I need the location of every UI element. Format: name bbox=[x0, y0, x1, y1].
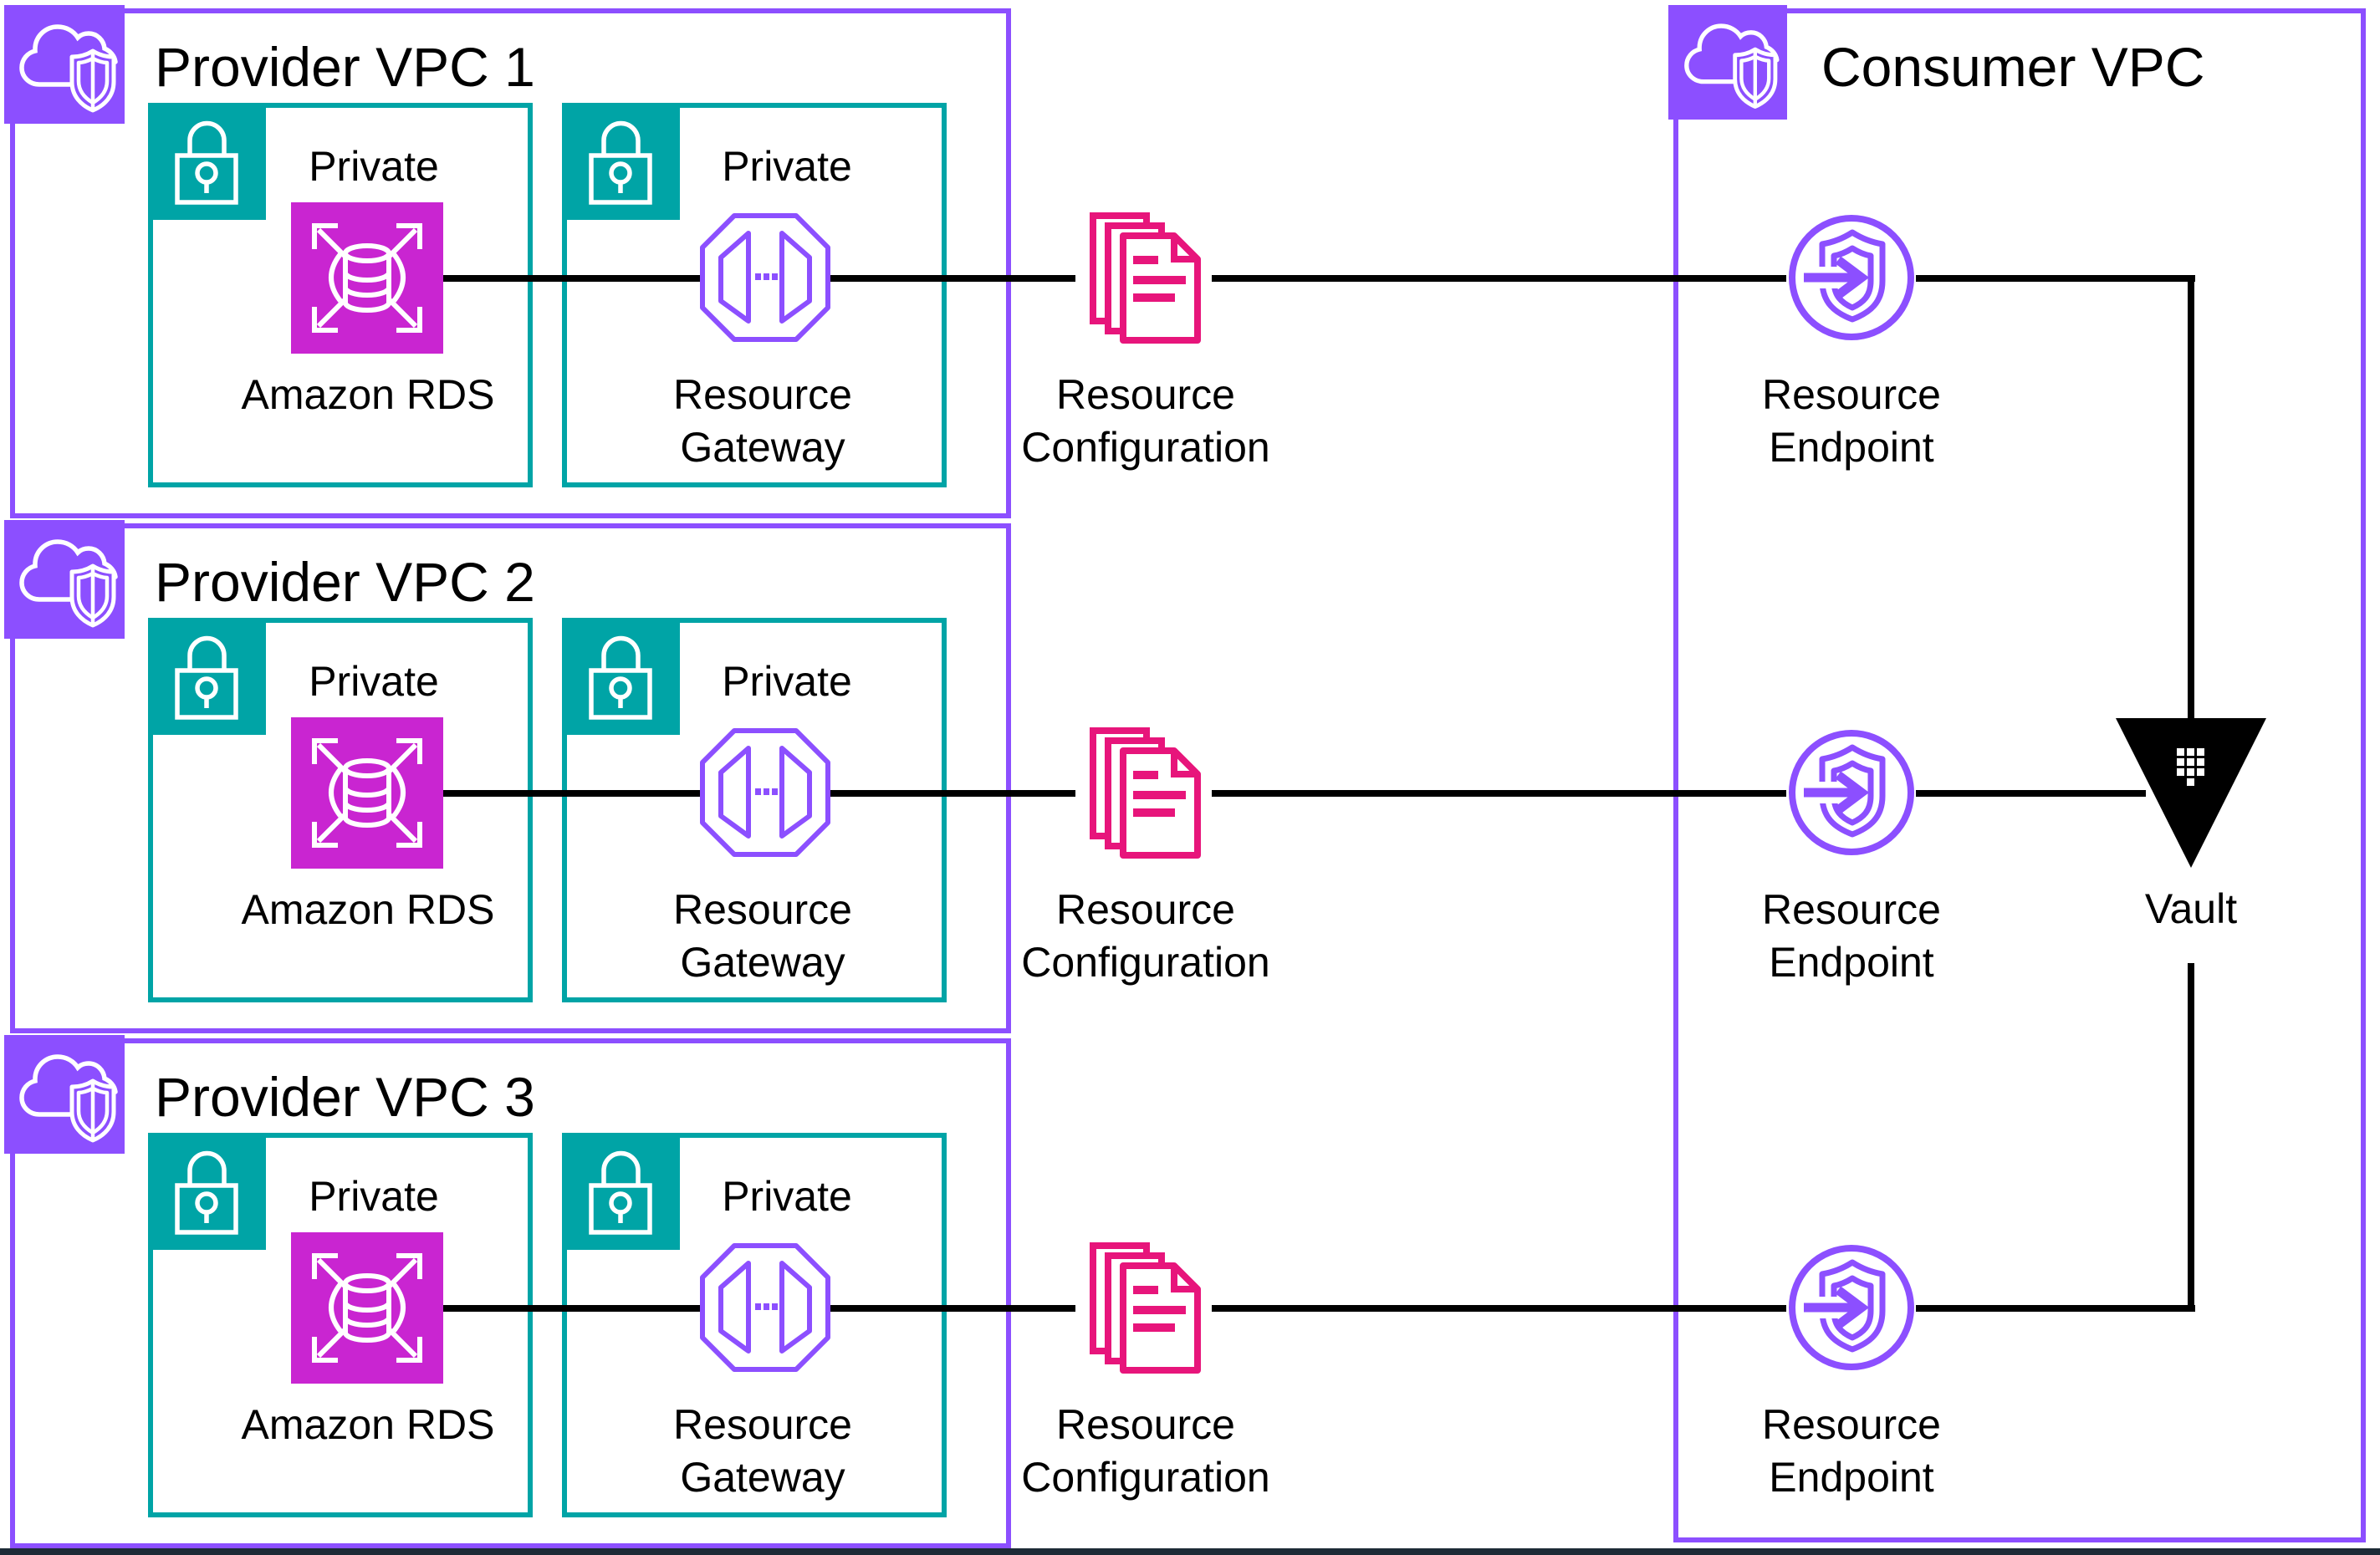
connector-line bbox=[1212, 790, 1786, 797]
lock-icon bbox=[148, 1133, 266, 1250]
lock-icon bbox=[148, 618, 266, 735]
lock-icon bbox=[562, 103, 680, 220]
resource-gateway-icon bbox=[698, 212, 832, 348]
private-subnet-gw-box bbox=[562, 103, 947, 487]
connector-line bbox=[442, 790, 707, 797]
resource-configuration-label: Resource Configuration bbox=[1021, 886, 1270, 986]
provider-vpc-3-box bbox=[10, 1038, 1011, 1548]
private-subnet-gw-box bbox=[562, 618, 947, 1002]
private-label: Private bbox=[722, 1173, 852, 1220]
resource-configuration-icon bbox=[1090, 212, 1203, 350]
private-subnet-gw-box bbox=[562, 1133, 947, 1517]
connector-line bbox=[826, 275, 1075, 282]
private-label: Private bbox=[309, 658, 439, 705]
private-subnet-badge bbox=[562, 618, 680, 735]
connector-line bbox=[1916, 275, 2195, 282]
vpc-cloud-shield-icon bbox=[4, 5, 125, 124]
amazon-rds-icon bbox=[291, 202, 443, 354]
resource-gateway-label: Resource Gateway bbox=[673, 371, 852, 471]
private-subnet-db-box bbox=[148, 103, 533, 487]
private-label: Private bbox=[309, 143, 439, 190]
connector-line bbox=[826, 790, 1075, 797]
resource-gateway-icon bbox=[698, 1241, 832, 1378]
connector-line bbox=[2188, 278, 2194, 720]
private-subnet-db-box bbox=[148, 1133, 533, 1517]
connector-line bbox=[826, 1305, 1075, 1312]
vault-icon bbox=[2112, 716, 2270, 875]
private-subnet-badge bbox=[562, 103, 680, 220]
private-label: Private bbox=[722, 143, 852, 190]
private-subnet-badge bbox=[148, 1133, 266, 1250]
bottom-edge-line bbox=[0, 1548, 2380, 1555]
private-subnet-badge bbox=[562, 1133, 680, 1250]
provider-vpc-1-box bbox=[10, 8, 1011, 518]
private-subnet-db-box bbox=[148, 618, 533, 1002]
private-label: Private bbox=[722, 658, 852, 705]
resource-gateway-label: Resource Gateway bbox=[673, 1401, 852, 1501]
amazon-rds-icon bbox=[291, 1232, 443, 1384]
vpc-cloud-shield-icon bbox=[4, 520, 125, 639]
vpc-icon-badge bbox=[4, 1035, 125, 1154]
amazon-rds-icon bbox=[291, 717, 443, 869]
rds-database-icon bbox=[291, 1232, 443, 1384]
provider-vpc-2-title: Provider VPC 2 bbox=[155, 551, 535, 613]
consumer-vpc-box bbox=[1673, 8, 2366, 1542]
connector-line bbox=[1916, 790, 2146, 797]
private-subnet-badge bbox=[148, 103, 266, 220]
resource-configuration-icon bbox=[1090, 1242, 1203, 1380]
amazon-rds-label: Amazon RDS bbox=[241, 371, 495, 418]
lock-icon bbox=[562, 1133, 680, 1250]
rds-database-icon bbox=[291, 202, 443, 354]
amazon-rds-label: Amazon RDS bbox=[241, 886, 495, 933]
resource-endpoint-icon bbox=[1785, 726, 1918, 864]
vpc-cloud-shield-icon bbox=[4, 1035, 125, 1154]
resource-gateway-label: Resource Gateway bbox=[673, 886, 852, 986]
provider-vpc-3-title: Provider VPC 3 bbox=[155, 1066, 535, 1128]
lock-icon bbox=[148, 103, 266, 220]
resource-endpoint-label: Resource Endpoint bbox=[1762, 1401, 1941, 1501]
connector-line bbox=[442, 1305, 707, 1312]
resource-endpoint-icon bbox=[1785, 1241, 1918, 1379]
private-subnet-badge bbox=[148, 618, 266, 735]
resource-endpoint-label: Resource Endpoint bbox=[1762, 886, 1941, 986]
vpc-cloud-shield-icon bbox=[1668, 5, 1787, 120]
consumer-vpc-title: Consumer VPC bbox=[1821, 36, 2205, 98]
resource-configuration-label: Resource Configuration bbox=[1021, 371, 1270, 471]
provider-vpc-2-box bbox=[10, 523, 1011, 1033]
vpc-icon-badge bbox=[4, 5, 125, 124]
provider-vpc-1-title: Provider VPC 1 bbox=[155, 36, 535, 98]
vpc-icon-badge bbox=[4, 520, 125, 639]
resource-configuration-label: Resource Configuration bbox=[1021, 1401, 1270, 1501]
connector-line bbox=[2188, 963, 2194, 1312]
rds-database-icon bbox=[291, 717, 443, 869]
vpc-icon-badge bbox=[1668, 5, 1787, 120]
lock-icon bbox=[562, 618, 680, 735]
connector-line bbox=[1212, 275, 1786, 282]
vault-label: Vault bbox=[2144, 885, 2238, 932]
amazon-rds-label: Amazon RDS bbox=[241, 1401, 495, 1448]
resource-configuration-icon bbox=[1090, 727, 1203, 865]
connector-line bbox=[442, 275, 707, 282]
connector-line bbox=[1916, 1305, 2195, 1312]
resource-endpoint-icon bbox=[1785, 211, 1918, 349]
resource-endpoint-label: Resource Endpoint bbox=[1762, 371, 1941, 471]
private-label: Private bbox=[309, 1173, 439, 1220]
connector-line bbox=[1212, 1305, 1786, 1312]
resource-gateway-icon bbox=[698, 727, 832, 863]
